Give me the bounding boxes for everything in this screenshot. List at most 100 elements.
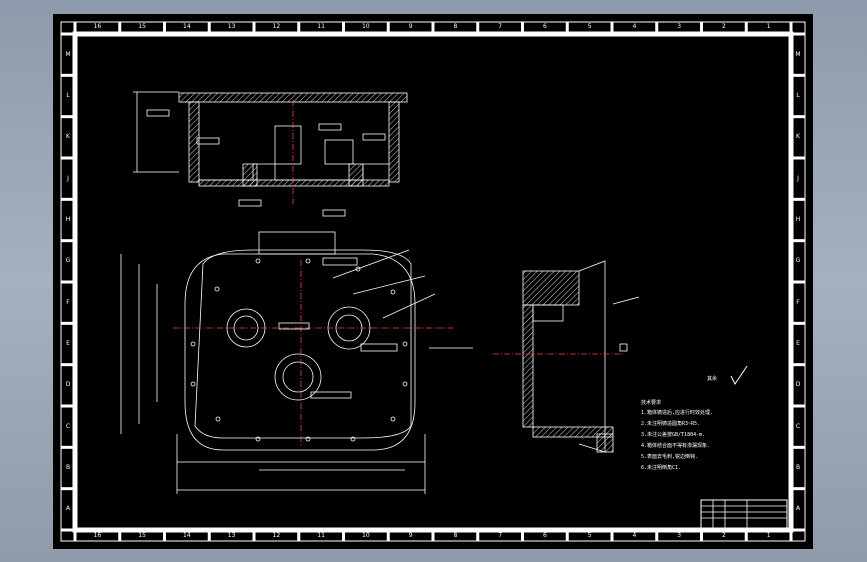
bolt-hole [214,286,220,292]
zone-label: H [65,216,71,223]
zone-tick-bottom [789,530,793,541]
zone-label: E [66,340,70,347]
zone-label: 2 [721,532,726,539]
tolerance-frame [238,199,262,207]
zone-label: 5 [587,532,592,539]
roughness-symbol-icon [730,365,748,385]
zone-label: 15 [138,23,146,30]
zone-tick-left [61,32,75,36]
side-top-part [522,270,580,306]
bolt-hole [255,436,261,442]
zone-tick-bottom [655,530,659,541]
zone-tick-bottom [163,530,166,541]
zone-label: 16 [93,532,102,539]
zone-tick-bottom [431,530,435,541]
zone-label: M [795,50,801,58]
zone-label: 8 [453,23,458,30]
zone-label: 4 [632,23,637,30]
side-foot [596,433,614,453]
bolt-hole [215,416,221,422]
notes-line: 3.未注公差按GB/T1804-m. [641,432,706,438]
zone-tick-right [791,487,805,491]
zone-tick-top [700,22,703,34]
side-bottom [532,426,614,438]
zone-label: L [796,92,800,99]
zone-label: 13 [227,532,236,539]
zone-label: 14 [183,532,191,539]
zone-tick-bottom [476,530,480,541]
zone-tick-left [61,487,75,491]
zone-label: 6 [542,23,547,30]
bolt-hole [402,381,408,387]
zone-tick-bottom [386,530,390,541]
title-block [700,499,788,529]
zone-tick-top [610,22,614,34]
notes-heading: 技术要求 [641,400,662,406]
zone-tick-right [791,280,805,284]
zone-label: C [65,422,71,430]
zone-tick-bottom [73,530,77,541]
zone-tick-top [565,22,569,34]
zone-tick-top [655,22,659,34]
zone-tick-right [791,363,805,367]
leader-2 [352,275,426,295]
zone-tick-top [297,22,301,34]
zone-label: J [797,174,799,182]
zone-label: 2 [721,23,726,30]
left-wall [188,101,200,183]
zone-label: 5 [587,23,592,30]
zone-label: F [796,298,800,306]
leader-3 [382,293,436,319]
tolerance-frame [318,123,342,131]
zone-tick-right [791,115,805,119]
zone-tick-bottom [565,530,569,541]
zone-label: 10 [362,23,370,30]
bolt-hole [255,258,261,264]
zone-tick-top [476,22,480,34]
bearing-seat-2 [324,139,354,165]
bottom-wall [198,179,390,187]
bearing-bore-center-inner [282,361,314,393]
zone-tick-bottom [297,530,301,541]
zone-label: 1 [766,532,771,539]
tolerance-box-3 [278,322,310,330]
zone-label: B [795,464,801,471]
zone-tick-top [252,22,256,34]
zone-label: 4 [632,532,637,539]
tolerance-frame [146,109,170,117]
tolerance-frame [322,209,346,217]
zone-label: D [65,381,71,389]
zone-tick-bottom [610,530,614,541]
zone-tick-top [744,22,748,34]
zone-label: 9 [408,532,413,539]
zone-tick-top [118,22,122,34]
zone-label: 1 [766,23,771,30]
zone-tick-left [61,321,75,325]
zone-label: D [795,381,801,389]
zone-label: 7 [498,532,503,539]
zone-label: F [66,298,70,306]
zone-label: 11 [317,532,325,539]
zone-tick-bottom [207,530,211,541]
drawing-sheet [60,21,806,542]
zone-tick-top [521,22,524,34]
notes-line: 5.表面去毛刺,锐边倒钝. [641,454,699,460]
zone-label: G [65,257,71,265]
zone-tick-left [61,280,75,284]
zone-label: K [796,133,800,141]
tolerance-frame [196,137,220,145]
zone-label: 16 [93,23,102,30]
zone-tick-left [61,73,75,77]
zone-label: L [66,92,70,99]
zone-label: H [795,216,801,223]
zone-label: 14 [183,23,191,30]
zone-tick-top [207,22,211,34]
zone-label: 13 [227,23,236,30]
bolt-hole [390,416,396,422]
outer-frame [60,21,806,542]
zone-tick-left [61,404,75,408]
side-left-wall [522,304,534,428]
zone-label: A [795,505,801,513]
tolerance-frame [362,133,386,141]
